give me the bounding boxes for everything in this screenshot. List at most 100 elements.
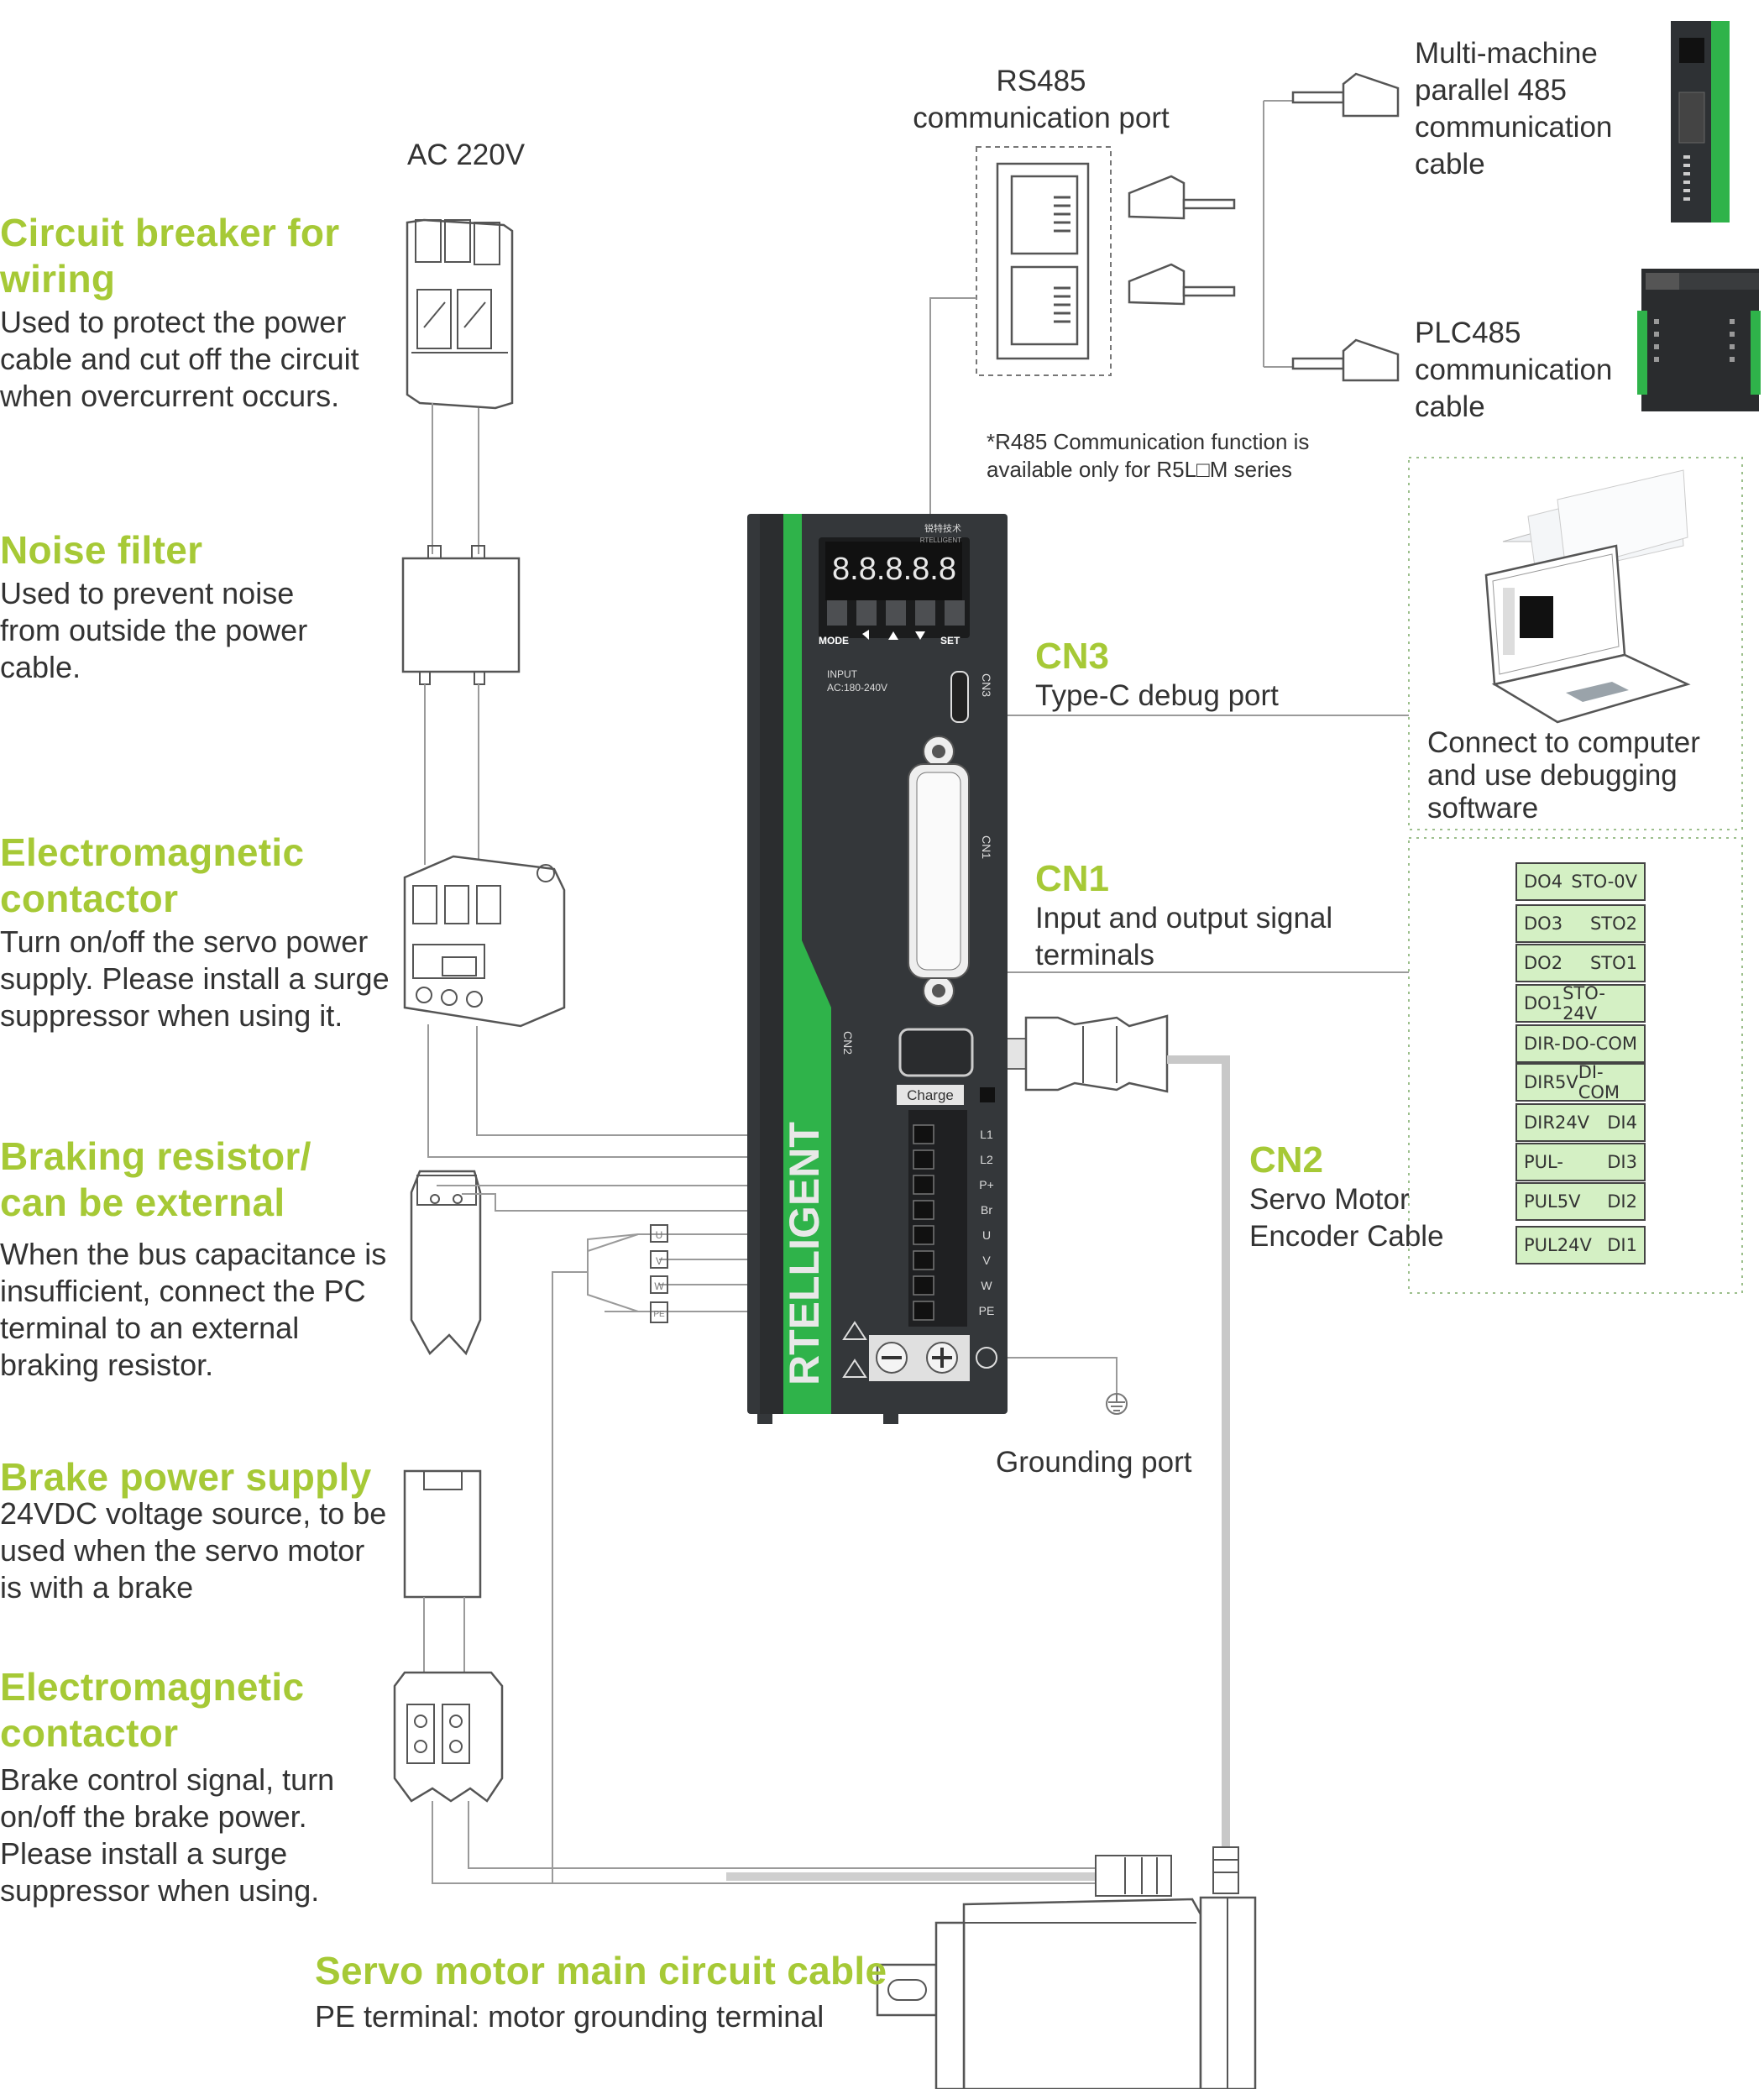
drive-logo-cn: 锐特技术 xyxy=(924,522,961,534)
pin-left: DO1 xyxy=(1524,993,1563,1013)
bottom-title: Servo motor main circuit cable xyxy=(315,1949,887,1992)
pin-right: DI4 xyxy=(1607,1113,1637,1133)
pin-right: STO-24V xyxy=(1562,983,1605,1024)
cn1-label: CN1 Input and output signal terminals xyxy=(1035,858,1332,974)
plc-thumbnail xyxy=(1637,269,1761,411)
drive-display: 8.8.8.8.8 xyxy=(832,552,956,587)
multi-machine-label: Multi-machine parallel 485 communication… xyxy=(1415,37,1613,181)
pin-left: PUL- xyxy=(1524,1152,1563,1172)
pin-left: DO2 xyxy=(1524,953,1563,973)
cn1-connector[interactable] xyxy=(908,736,970,1007)
component-noise-filter: Noise filter Used to prevent noise from … xyxy=(0,527,395,686)
io-pin-row: PUL24V DI1 xyxy=(1515,1226,1646,1264)
cn3-tag: CN3 xyxy=(980,673,993,697)
terminal-l1: L1 xyxy=(980,1128,993,1141)
terminal-l2: L2 xyxy=(980,1153,993,1166)
component-desc: 24VDC voltage source, to be used when th… xyxy=(0,1496,387,1605)
drive-input-label: INPUT xyxy=(827,668,858,680)
contactor-icon xyxy=(403,855,566,1028)
pin-right: DI3 xyxy=(1607,1152,1637,1172)
encoder-connector-icon xyxy=(994,1014,1169,1093)
brake-contactor-icon xyxy=(393,1671,504,1803)
component-braking-resistor: Braking resistor/ can be external When t… xyxy=(0,1134,395,1384)
cn2-port[interactable] xyxy=(898,1028,974,1077)
terminal-u: U xyxy=(982,1228,991,1242)
component-title: Braking resistor/ can be external xyxy=(0,1134,311,1224)
wire-tag-u: U xyxy=(656,1229,663,1241)
io-pin-row: DO2 STO1 xyxy=(1515,944,1646,982)
noise-filter-icon xyxy=(401,545,521,685)
rs485-title: RS485 communication port xyxy=(913,65,1170,134)
component-title: Electromagnetic contactor xyxy=(0,1665,305,1755)
cn3-name: CN3 xyxy=(1035,636,1110,677)
cn2-label: CN2 Servo Motor Encoder Cable xyxy=(1249,1139,1444,1255)
set-button[interactable]: SET xyxy=(940,635,961,647)
io-pin-row: DO3 STO2 xyxy=(1515,904,1646,943)
mode-button[interactable]: MODE xyxy=(819,635,849,647)
pin-right: STO1 xyxy=(1589,953,1637,973)
pin-left: PUL5V xyxy=(1524,1191,1581,1212)
component-title: Noise filter xyxy=(0,528,203,572)
cn2-tag: CN2 xyxy=(841,1031,855,1055)
pin-right: DI-COM xyxy=(1578,1062,1620,1102)
terminal-pe: PE xyxy=(979,1304,995,1317)
terminal-w: W xyxy=(981,1279,992,1292)
cn2-name: CN2 xyxy=(1249,1139,1324,1181)
io-pin-row: DO4 STO-0V xyxy=(1515,862,1646,901)
pin-left: PUL24V xyxy=(1524,1235,1592,1255)
io-pin-row: PUL5V DI2 xyxy=(1515,1182,1646,1221)
servo-motor-icon xyxy=(876,1846,1257,2089)
computer-label: Connect to computer and use debugging so… xyxy=(1427,726,1700,825)
component-title: Circuit breaker for wiring xyxy=(0,211,340,301)
ground-icon xyxy=(1106,1393,1128,1415)
grounding-label: Grounding port xyxy=(996,1446,1192,1479)
pin-right: DI1 xyxy=(1607,1235,1637,1255)
pin-left: DO4 xyxy=(1524,872,1563,892)
pin-right: STO-0V xyxy=(1571,872,1637,892)
component-desc: When the bus capacitance is insufficient… xyxy=(0,1237,387,1382)
wire-tag-v: V xyxy=(656,1255,662,1267)
plc485-label: PLC485 communication cable xyxy=(1415,317,1613,423)
terminal-v: V xyxy=(982,1254,991,1267)
wire-tag-pe: PE xyxy=(653,1310,665,1319)
r485-note: *R485 Communication function is availabl… xyxy=(987,429,1310,482)
io-pin-row: PUL- DI3 xyxy=(1515,1143,1646,1181)
component-circuit-breaker: Circuit breaker for wiring Used to prote… xyxy=(0,210,395,415)
drive-brand: RTELLIGENT xyxy=(781,1122,828,1385)
drive-logo-en: RTELLIGENT xyxy=(920,537,961,544)
servo-drive-thumbnail xyxy=(1671,21,1730,223)
brake-power-supply-icon xyxy=(403,1469,482,1599)
component-brake-contactor: Electromagnetic contactor Brake control … xyxy=(0,1664,395,1909)
terminal-br: Br xyxy=(981,1203,992,1217)
component-brake-power: Brake power supply 24VDC voltage source,… xyxy=(0,1454,395,1606)
ac-220v-label: AC 220V xyxy=(407,139,526,171)
component-desc: Used to protect the power cable and cut … xyxy=(0,305,359,413)
pin-left: DIR24V xyxy=(1524,1113,1590,1133)
pin-right: DI2 xyxy=(1607,1191,1637,1212)
cn1-tag: CN1 xyxy=(980,835,993,859)
pin-right: DO-COM xyxy=(1561,1034,1637,1054)
cn3-desc: Type-C debug port xyxy=(1035,679,1279,712)
component-title: Electromagnetic contactor xyxy=(0,830,305,920)
bottom-desc: PE terminal: motor grounding terminal xyxy=(315,1999,824,2034)
type-c-port[interactable] xyxy=(950,671,969,723)
pin-left: DIR- xyxy=(1524,1034,1561,1054)
component-desc: Used to prevent noise from outside the p… xyxy=(0,576,308,684)
pin-right: STO2 xyxy=(1589,914,1637,934)
component-desc: Brake control signal, turn on/off the br… xyxy=(0,1762,335,1908)
drive-input-spec: AC:180-240V xyxy=(827,682,887,694)
pin-left: DO3 xyxy=(1524,914,1563,934)
component-contactor: Electromagnetic contactor Turn on/off th… xyxy=(0,830,395,1034)
pin-left: DIR5V xyxy=(1524,1072,1578,1092)
cn2-desc: Servo Motor Encoder Cable xyxy=(1249,1183,1444,1253)
component-desc: Turn on/off the servo power supply. Plea… xyxy=(0,924,390,1033)
io-pin-row: DIR24V DI4 xyxy=(1515,1103,1646,1142)
servo-drive: 8.8.8.8.8 锐特技术 RTELLIGENT MODE SET INPUT… xyxy=(747,514,1008,1424)
cn1-name: CN1 xyxy=(1035,858,1110,899)
braking-resistor-icon xyxy=(410,1170,482,1356)
terminal-p-plus: P+ xyxy=(979,1178,994,1191)
component-title: Brake power supply xyxy=(0,1455,372,1499)
rs485-cable-split xyxy=(1263,72,1400,382)
